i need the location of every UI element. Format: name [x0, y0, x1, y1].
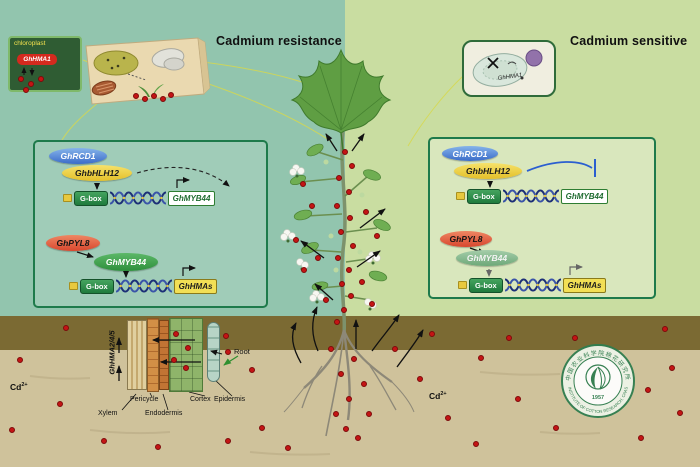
root-cross-section	[127, 318, 223, 392]
pericycle-label: Pericycle	[130, 396, 159, 403]
ghbhlh12-protein: GhbHLH12	[62, 165, 132, 181]
nucleus	[525, 49, 543, 67]
soil-texture	[29, 371, 601, 456]
ghhmas-promoter-row: G-box GhHMAs	[458, 277, 607, 293]
ghpyl8-protein: GhPYL8	[46, 235, 100, 251]
chloroplast-label: chloroplast	[14, 40, 46, 47]
ghhma1-label: GhHMA1	[17, 54, 57, 65]
cadmium-label-left: Cd2+	[10, 382, 28, 392]
ghhmas-gene: GhHMAs	[173, 278, 218, 294]
gbox-element: G-box	[74, 190, 108, 206]
ghhma245-label: GhHMA2/4/5	[107, 330, 117, 375]
tissue-culture-illustration	[85, 37, 211, 105]
cortex-label: Cortex	[190, 396, 211, 403]
resistant-pathway-arrows	[76, 166, 230, 278]
sensitive-title: Cadmium sensitive	[570, 34, 688, 48]
dna-helix-icon	[110, 190, 166, 206]
ghrcd1-protein: GhRCD1	[49, 148, 107, 164]
endodermis-layer	[159, 320, 169, 390]
institute-logo: 中国农业科学院棉花研究所 INSTITUTE OF COTTON RESEARC…	[561, 344, 635, 418]
dna-helix-icon	[503, 188, 559, 204]
ghmyb44-gene: GhMYB44	[560, 188, 609, 204]
roots	[283, 329, 415, 437]
ghmyb44-promoter-row: G-box GhMYB44	[456, 188, 609, 204]
ghpyl8-protein: GhPYL8	[440, 231, 492, 247]
seedling	[138, 86, 150, 97]
chloroplast-arrows	[21, 67, 35, 76]
ghbhlh12-protein: GhbHLH12	[454, 163, 522, 179]
ghmyb44-protein: GhMYB44	[94, 253, 158, 271]
ghmyb44-gene: GhMYB44	[167, 190, 216, 206]
xylem-label: Xylem	[98, 410, 118, 417]
sensitive-cell-inset: GhHMA1	[462, 40, 556, 97]
ghhmas-promoter-row: G-box GhHMAs	[69, 278, 218, 294]
gbox-element: G-box	[467, 188, 501, 204]
root-pointer-arrow	[223, 355, 239, 366]
ghmyb44-promoter-row: G-box GhMYB44	[63, 190, 216, 206]
dna-helix-icon	[116, 278, 172, 294]
buds	[323, 159, 365, 273]
cotton-plant	[280, 48, 415, 437]
ghhmas-gene: GhHMAs	[562, 277, 607, 293]
root-transport-arrows	[152, 337, 223, 365]
epidermis-label: Epidermis	[214, 396, 246, 403]
plant-stem	[340, 131, 347, 335]
ghrcd1-protein: GhRCD1	[442, 146, 498, 161]
dna-end-stub	[69, 282, 78, 290]
dna-end-stub	[63, 194, 72, 202]
repression-arrow	[526, 161, 593, 172]
chloroplast-inset: chloroplast GhHMA1	[8, 36, 82, 92]
ghmyb44-protein-reduced: GhMYB44	[456, 250, 518, 266]
cell-illustration: GhHMA1	[472, 49, 543, 87]
endodermis-label: Endodermis	[145, 410, 183, 417]
dna-end-stub	[458, 281, 467, 289]
root-label: Root	[234, 347, 250, 356]
knockout-x-icon	[487, 57, 499, 69]
gbox-element: G-box	[80, 278, 114, 294]
seed-dish	[93, 50, 139, 76]
dna-helix-icon	[505, 277, 561, 293]
resistance-title: Cadmium resistance	[216, 34, 342, 48]
logo-year: 1957	[592, 395, 604, 401]
cadmium-label-right: Cd2+	[429, 391, 447, 401]
logo-emblem	[585, 364, 611, 390]
xylem-layer	[127, 320, 147, 390]
sensitive-pathway-box: GhRCD1 GhbHLH12 G-box GhMYB44 GhPYL8 GhM…	[428, 137, 656, 299]
resistant-pathway-box: GhRCD1 GhbHLH12 G-box GhMYB44 GhPYL8 GhM…	[33, 140, 268, 308]
gbox-element: G-box	[469, 277, 503, 293]
root-label-lines	[121, 379, 233, 411]
dna-end-stub	[456, 192, 465, 200]
ghhma1-knockout-label: GhHMA1	[497, 73, 522, 82]
pericycle-layer	[147, 318, 159, 392]
